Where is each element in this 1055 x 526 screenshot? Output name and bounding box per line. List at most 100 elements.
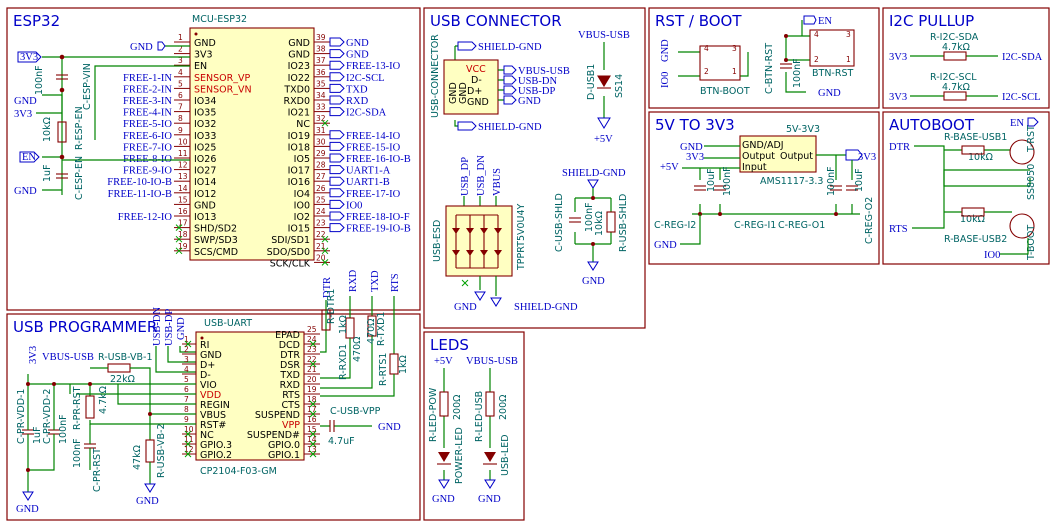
prog-pin-name: D- [200,370,211,381]
prog-ic-body [195,331,305,461]
shield-rc-gnd-arrow [587,261,599,271]
esp-en-flag [19,151,40,163]
prog-pin-name: GPIO.3 [200,440,232,451]
esp32-right-net: GND [346,50,369,61]
esp-gnd-top-flag [157,41,166,51]
power-led-symbol [438,452,450,462]
svg-text:3: 3 [732,44,737,53]
rst-gnd-label: GND [660,39,671,62]
esp32-pin-num: 9 [178,126,183,135]
i2c-3v3-2: 3V3 [889,92,907,103]
usb-conn-vcc: VCC [466,64,486,75]
esp32-pin-num: 23 [316,219,326,228]
prog-pin-name: VDD [200,390,221,401]
prog-rrst-ref: R-PR-RST [72,386,83,430]
prog-cvpp-val: 4.7uF [328,436,355,447]
esp32-pin-name: SWP/SD3 [194,235,238,246]
esp-cap2-value: 1uF [42,164,53,182]
esp32-pin-name: GND [194,200,216,211]
ldo-5v: +5V [660,162,679,173]
panel-i2c-pullup-frame [882,7,1050,109]
prog-gnd-arrow-2 [144,483,156,493]
prog-pin-num: 20 [307,375,317,384]
usb-diode-val: SS14 [614,74,625,98]
esp32-pin-name: IO5 [294,154,310,165]
esp32-pin-num: 21 [316,242,326,251]
esp32-pin-num: 8 [178,114,183,123]
auto-rts: RTS [889,224,908,235]
ldo-3v3-flag [845,149,863,161]
prog-crst-val: 100nF [72,438,83,468]
panel-title-leds: LEDS [430,336,469,354]
prog-pin-num: 15 [307,425,317,434]
prog-pin-name: CTS [282,400,300,411]
prog-pin-name: GPIO.1 [268,450,300,461]
led-r1-ref: R-LED-POW [428,387,439,442]
esp32-pin-num: 27 [316,172,326,181]
esp32-right-net: RXD [346,96,369,107]
panel-esp32-frame [6,7,421,311]
esp-cap1-ref: C-ESP-VIN [82,63,93,110]
ldo-pin-gnd: GND/ADJ [742,140,784,151]
esp32-pin-name: SDO/SD0 [267,247,310,258]
esp32-left-net: FREE-7-IO [123,142,172,153]
led-r1-val: 200Ω [452,395,463,420]
esp32-pin-num: 5 [178,79,183,88]
esp32-left-net: FREE-4-IN [123,108,172,119]
esp32-pin-name: IO34 [194,96,216,107]
esp32-pin-name: IO15 [288,224,310,235]
prog-pin-num: 2 [184,345,189,354]
rst-cap-ref: C-BTN-RST [764,43,775,94]
esp32-right-net: FREE-17-IO [346,189,401,200]
ldo-c3: 100nF [826,166,837,196]
esd-shield-arrow [490,297,502,307]
esp32-pin-name: IO14 [194,177,216,188]
esp32-pin-num: 20 [316,253,326,262]
esp32-pin-name: 3V3 [194,50,213,61]
usb-connector-block: SHIELD-GND USB-CONNECTOR GND GND VCC D- … [430,30,630,313]
svg-text:4: 4 [814,30,819,39]
led-l1-ref: POWER-LED [454,427,465,484]
i2c-sda-val: 4.7kΩ [942,42,970,53]
esp32-pin-name: NC [296,119,310,130]
esp32-pin-name: IO21 [288,108,310,119]
esp32-pin-name: IO4 [294,189,310,200]
esp32-right-net: FREE-15-IO [346,142,401,153]
esp32-pin-num: 34 [316,91,326,100]
esp32-pin-name: SHD/SD2 [194,224,237,235]
esp32-module: MCU-ESP32 1GND23V33EN4SENSOR_VPFREE-1-IN… [107,14,411,269]
prog-rvb1-ref: R-USB-VB-1 [98,352,153,363]
prog-pin-name: VIO [200,380,217,391]
shield-res-ref: R-USB-SHLD [618,194,629,252]
esd-usb-dp: USB_DP [460,157,471,196]
esp32-pin-num: 24 [316,207,326,216]
prog-pin-num: 23 [307,345,317,354]
prog-pin-name: REGIN [200,400,230,411]
prog-cvdd1-val: 1uF [32,426,43,444]
led-r2-ref: R-LED-USB [474,391,485,442]
i2c-sda-net: I2C-SDA [1002,52,1043,63]
prog-ic-ref: USB-UART [204,318,252,329]
esp32-pin-num: 30 [316,137,326,146]
prog-rxd-net: RXD [348,269,359,292]
esp32-support: 3V3 GND 100nF C-ESP-VIN GND 3V3 10kΩ R-E… [14,41,190,200]
prog-pin-num: 16 [307,415,317,424]
esp32-right-net: TXD [346,84,368,95]
usb-conn-gnd-a: GND [448,82,459,104]
prog-pin-name: SUSPEND [255,410,300,421]
esp32-left-net: FREE-12-IO [118,212,173,223]
btn-rst-symbol [809,29,855,67]
ldo-pin-out2: Output [780,151,813,162]
esp32-pin-name: EN [194,61,207,72]
esp32-pin-num: 10 [178,137,188,146]
esp32-pin-num: 13 [178,172,188,181]
ldo-ref: 5V-3V3 [786,124,820,135]
panel-leds-frame [423,331,525,521]
ldo-c4: 10uF [854,168,865,192]
shield-gnd-rc-label: SHIELD-GND [562,168,626,179]
svg-text:1: 1 [732,67,737,76]
esp-3v3-left2: 3V3 [14,109,32,120]
esp-gnd-top-label: GND [130,42,153,53]
